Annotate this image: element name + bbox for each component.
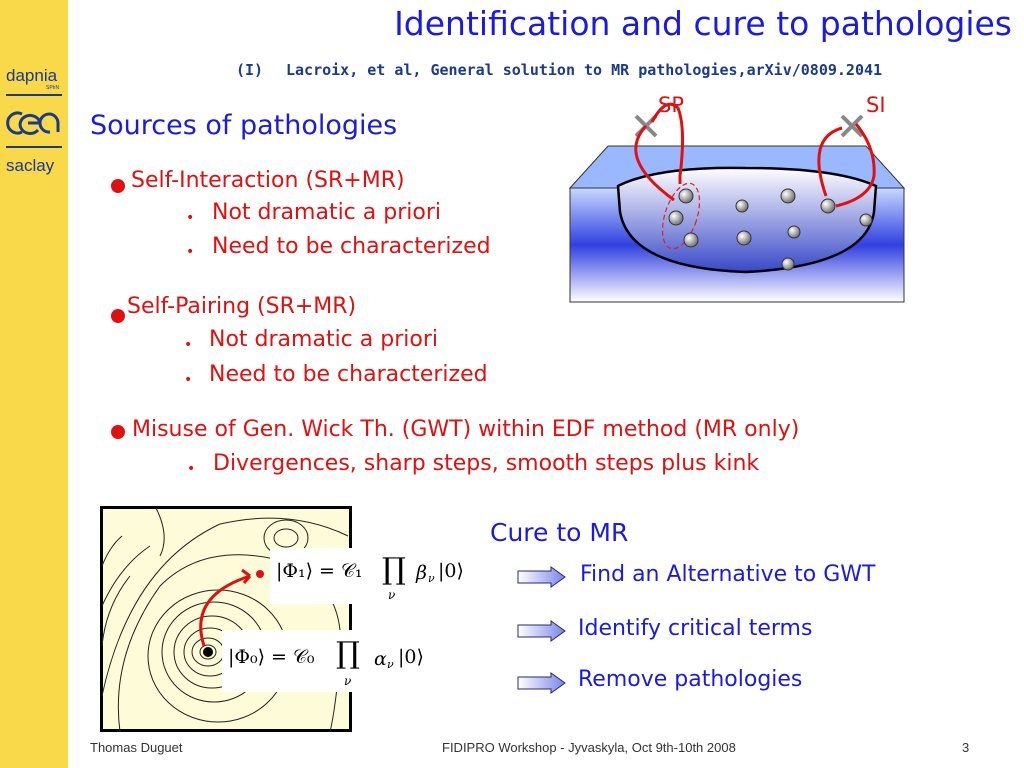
footer-author: Thomas Duguet — [90, 740, 183, 755]
reference-number: (I) — [236, 61, 264, 79]
bullet-dot-icon — [111, 309, 125, 323]
arrow-right-icon — [517, 672, 566, 694]
cross-icons — [634, 114, 864, 138]
product-symbol: ∏ — [336, 636, 360, 671]
sphn-logo-text: SPhN — [46, 85, 60, 91]
reference-text: Lacroix, et al, General solution to MR p… — [286, 61, 883, 79]
formula-phi0-alpha-sub: ν — [387, 658, 394, 671]
formula-phi1: |Φ₁⟩ = 𝒞₁ ∏ ν β ν |0⟩ — [270, 548, 470, 604]
sub-bullet: • — [186, 210, 195, 226]
sub-bullet: • — [184, 372, 193, 388]
sp-label: SP — [658, 93, 684, 117]
bullet-dot-icon — [111, 179, 125, 193]
cure-heading: Cure to MR — [490, 518, 629, 547]
source-sub-item: Need to be characterized — [209, 362, 488, 387]
sub-bullet: • — [187, 461, 196, 477]
arrow-right-icon — [517, 566, 566, 588]
footer-event: FIDIPRO Workshop - Jyvaskyla, Oct 9th-10… — [442, 740, 736, 755]
source-label: Self-Pairing (SR+MR) — [127, 294, 357, 319]
cure-item: Find an Alternative to GWT — [580, 562, 876, 587]
formula-phi1-lhs: |Φ₁⟩ = 𝒞₁ — [276, 560, 363, 582]
formula-phi0: |Φ₀⟩ = 𝒞₀ ∏ ν α ν |0⟩ — [222, 630, 434, 692]
sub-bullet: • — [186, 244, 195, 260]
sources-heading: Sources of pathologies — [90, 110, 398, 141]
formula-phi0-ket: |0⟩ — [398, 646, 424, 668]
product-symbol: ∏ — [382, 552, 406, 587]
formula-phi0-alpha: α — [374, 648, 387, 670]
page-number: 3 — [962, 740, 970, 755]
formula-phi0-sub: ν — [344, 674, 352, 688]
formula-phi1-ket: |0⟩ — [438, 560, 464, 582]
cea-logo — [6, 111, 60, 135]
source-sub-item: Not dramatic a priori — [209, 327, 438, 352]
arrow-right-icon — [517, 620, 566, 642]
contour-plot — [100, 506, 352, 732]
bullet-dot-icon — [111, 425, 125, 439]
dapnia-logo: dapnia — [6, 66, 58, 85]
sub-bullet: • — [184, 337, 193, 353]
formula-phi1-beta-sub: ν — [428, 572, 435, 585]
formula-phi1-beta: β — [416, 562, 427, 584]
formula-phi0-lhs: |Φ₀⟩ = 𝒞₀ — [228, 646, 315, 668]
logo-divider — [6, 146, 62, 148]
slide-title: Identification and cure to pathologies — [394, 4, 1012, 43]
source-sub-item: Divergences, sharp steps, smooth steps p… — [213, 451, 760, 476]
sidebar: dapnia SPhN saclay — [0, 0, 68, 768]
si-label: SI — [866, 93, 886, 117]
source-sub-item: Need to be characterized — [212, 234, 491, 259]
logo-divider — [6, 94, 62, 96]
cure-item: Identify critical terms — [578, 616, 813, 641]
nucleus-diagram — [568, 102, 906, 303]
source-label: Misuse of Gen. Wick Th. (GWT) within EDF… — [132, 417, 800, 442]
source-sub-item: Not dramatic a priori — [212, 200, 441, 225]
formula-phi1-sub: ν — [388, 588, 396, 602]
saclay-logo: saclay — [6, 156, 55, 175]
cure-item: Remove pathologies — [578, 667, 803, 692]
particle-icons — [668, 188, 873, 271]
source-label: Self-Interaction (SR+MR) — [131, 168, 405, 193]
